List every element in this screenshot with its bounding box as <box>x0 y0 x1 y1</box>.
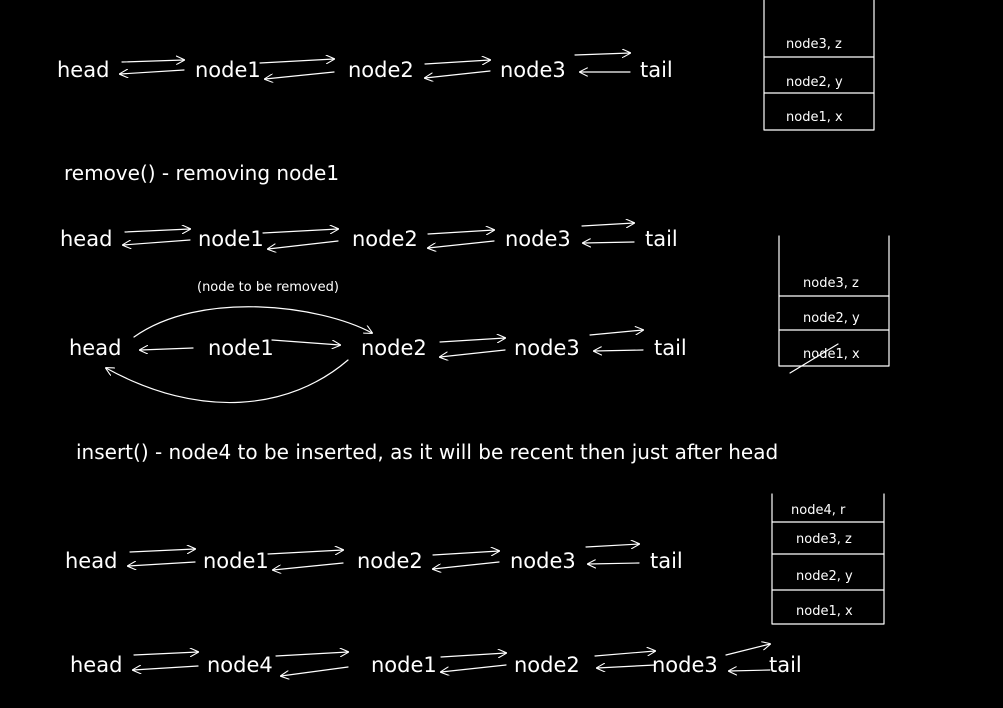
row1-arrow-forward <box>121 60 184 62</box>
row3-node1-label: node1 <box>208 336 274 360</box>
row1-node3-label: node3 <box>500 58 566 82</box>
row1-head-label: head <box>57 58 109 82</box>
row5-node2-label: node2 <box>514 653 580 677</box>
row4-linked-list: head node1 node2 node3 tail <box>65 549 683 573</box>
stack3-cell: node3, z <box>796 532 852 547</box>
stack2-cell: node3, z <box>803 276 859 291</box>
stack1-cell: node2, y <box>786 75 843 90</box>
row4-node3-label: node3 <box>510 549 576 573</box>
row2-node3-label: node3 <box>505 227 571 251</box>
row1-arrow-forward <box>574 53 630 55</box>
row1-node2-label: node2 <box>348 58 414 82</box>
row5-linked-list: head node4 node1 node2 node3 tail <box>70 653 802 677</box>
row1-arrow-back <box>265 71 335 79</box>
row5-node1-label: node1 <box>371 653 437 677</box>
row5-head-label: head <box>70 653 122 677</box>
row3-head-label: head <box>69 336 121 360</box>
row5-node4-label: node4 <box>207 653 273 677</box>
row3-arrow-bypass-bottom <box>106 359 349 404</box>
row2-arrows <box>123 223 634 249</box>
row1-arrow-back <box>120 70 185 74</box>
stack2-cell-removed: node1, x <box>803 347 860 362</box>
row3-arrow-node1-to-head <box>140 348 194 350</box>
row3-arrow-node1-to-node2 <box>271 339 340 345</box>
row2-tail-label: tail <box>645 227 678 251</box>
insert-heading: insert() - node4 to be inserted, as it w… <box>76 440 778 464</box>
row2-head-label: head <box>60 227 112 251</box>
row5-arrows <box>133 644 770 676</box>
row1-arrow-forward <box>259 59 334 63</box>
row3-node2-label: node2 <box>361 336 427 360</box>
row4-node1-label: node1 <box>203 549 269 573</box>
stack2-strike <box>789 343 839 374</box>
row1-arrow-forward <box>424 60 490 64</box>
row3-node3-label: node3 <box>514 336 580 360</box>
row1-arrow-back <box>425 70 491 78</box>
row1-tail-label: tail <box>640 58 673 82</box>
row1-arrows <box>120 53 630 79</box>
row3-tail-label: tail <box>654 336 687 360</box>
stack1-cell: node1, x <box>786 110 843 125</box>
stack3-cell: node2, y <box>796 569 853 584</box>
row3-arrows <box>106 306 643 404</box>
row3-linked-list: head node1 node2 node3 tail <box>69 336 687 360</box>
row2-linked-list: head node1 node2 node3 tail <box>60 227 678 251</box>
stack3-cell: node4, r <box>791 503 846 518</box>
removal-note: (node to be removed) <box>197 280 339 295</box>
stack3: node4, r node3, z node2, y node1, x <box>771 493 885 625</box>
stack3-cell: node1, x <box>796 604 853 619</box>
stack2: node3, z node2, y node1, x <box>778 235 890 374</box>
row5-tail-label: tail <box>769 653 802 677</box>
row4-arrows <box>128 544 639 570</box>
stack1-cell: node3, z <box>786 37 842 52</box>
row5-node3-label: node3 <box>652 653 718 677</box>
row4-head-label: head <box>65 549 117 573</box>
stack1: node3, z node2, y node1, x <box>763 0 875 131</box>
remove-heading: remove() - removing node1 <box>64 161 339 185</box>
stack2-cell: node2, y <box>803 311 860 326</box>
row2-node1-label: node1 <box>198 227 264 251</box>
row1-linked-list: head node1 node2 node3 tail <box>57 58 673 82</box>
row1-node1-label: node1 <box>195 58 261 82</box>
row2-node2-label: node2 <box>352 227 418 251</box>
row4-node2-label: node2 <box>357 549 423 573</box>
row3-arrow-bypass-top <box>133 306 372 338</box>
row4-tail-label: tail <box>650 549 683 573</box>
